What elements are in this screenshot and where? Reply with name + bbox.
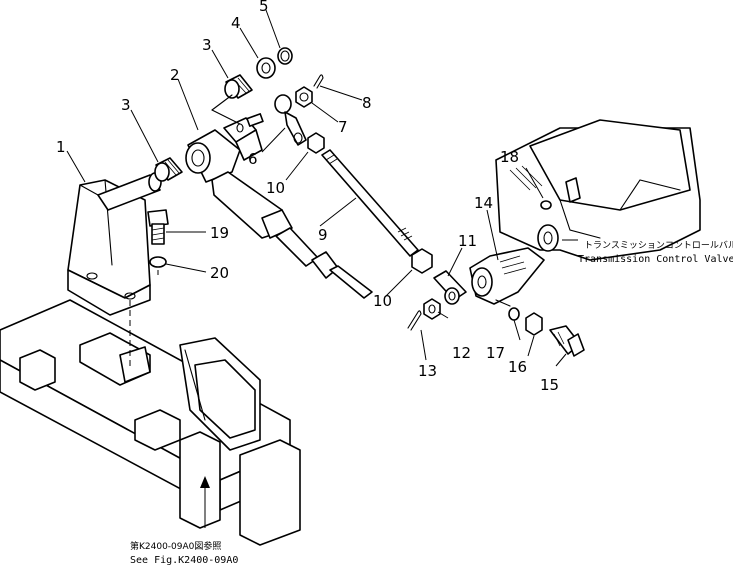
label-part-10-lower: 10 — [373, 292, 392, 310]
label-part-10-upper: 10 — [266, 179, 285, 197]
label-part-8: 8 — [362, 94, 372, 112]
label-part-9: 9 — [318, 226, 328, 244]
valve-label-en: Transmission Control Valve — [578, 254, 733, 265]
label-part-14: 14 — [474, 194, 493, 212]
nut-part-12 — [423, 298, 441, 320]
nut-part-16 — [525, 312, 543, 336]
washer-part-4 — [256, 57, 276, 79]
valve-annotation: トランスミッションコントロールバルブ Transmission Control … — [578, 239, 733, 265]
part-number-labels: 1 2 3 3 4 5 6 7 8 9 10 10 11 12 13 14 15… — [56, 0, 559, 394]
label-part-5: 5 — [259, 0, 269, 15]
label-part-20: 20 — [210, 264, 229, 282]
see-fig-label-en: See Fig.K2400-09A0 — [130, 555, 238, 566]
label-part-15: 15 — [540, 376, 559, 394]
label-part-19: 19 — [210, 224, 229, 242]
lever-part-14 — [469, 247, 545, 307]
arrowhead — [200, 476, 210, 488]
bracket-part-1 — [67, 172, 162, 316]
label-part-1: 1 — [56, 138, 66, 156]
label-part-2: 2 — [170, 66, 180, 84]
cotter-pin-part-8 — [313, 74, 324, 89]
label-part-3-left: 3 — [121, 96, 131, 114]
bearing-part-3-left — [154, 157, 183, 182]
frame-structure — [0, 299, 301, 546]
bolt-part-19 — [147, 209, 169, 245]
bearing-part-3-upper — [211, 74, 253, 125]
label-part-13: 13 — [418, 362, 437, 380]
cotter-pin-part-13 — [407, 310, 422, 331]
washer-part-20 — [149, 256, 167, 268]
rod-part-9 — [321, 149, 419, 257]
control-cable — [211, 171, 373, 299]
leader-lines — [66, 9, 578, 528]
bolt-part-15 — [549, 325, 585, 357]
label-part-3-upper: 3 — [202, 36, 212, 54]
nut-part-10-lower — [411, 248, 433, 274]
washer-part-17 — [508, 307, 520, 321]
rod-end-part-11 — [433, 270, 467, 305]
key-part-18 — [540, 200, 552, 210]
label-part-6: 6 — [248, 150, 258, 168]
valve-label-jp: トランスミッションコントロールバルブ — [584, 239, 733, 251]
label-part-16: 16 — [508, 358, 527, 376]
transmission-control-valve — [495, 119, 701, 261]
lever-housing-part-2 — [185, 113, 264, 183]
nut-part-10-upper — [307, 132, 325, 154]
label-part-7: 7 — [338, 118, 348, 136]
nut-part-7 — [295, 86, 313, 108]
see-fig-label-jp: 第K2400-09A0図参照 — [130, 540, 221, 552]
label-part-18: 18 — [500, 148, 519, 166]
label-part-4: 4 — [231, 14, 241, 32]
snap-ring-part-5 — [277, 47, 293, 65]
see-figure-annotation: 第K2400-09A0図参照 See Fig.K2400-09A0 — [130, 540, 238, 566]
label-part-12: 12 — [452, 344, 471, 362]
ball-joint-part-6 — [274, 94, 307, 146]
label-part-11: 11 — [458, 232, 477, 250]
label-part-17: 17 — [486, 344, 505, 362]
